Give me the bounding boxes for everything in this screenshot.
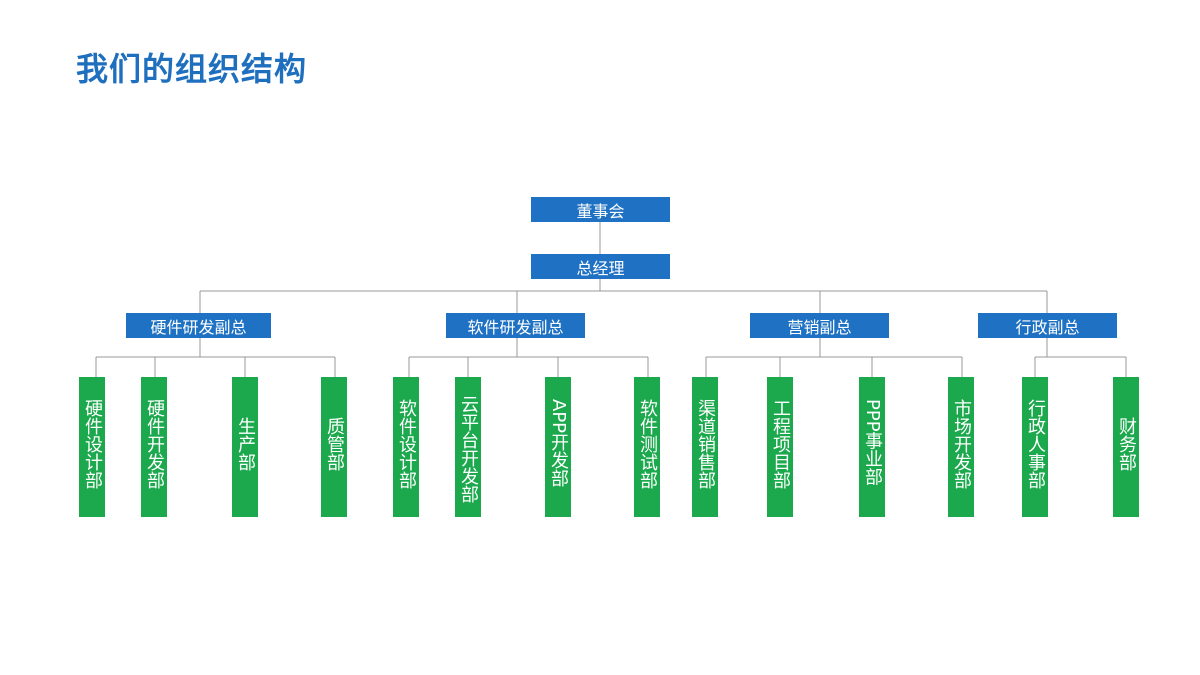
- dept-channel-sales: 渠道销售部: [692, 377, 718, 517]
- dept-label: 软件测试部: [637, 399, 658, 489]
- node-vp-hardware: 硬件研发副总: [126, 313, 271, 338]
- dept-software-design: 软件设计部: [393, 377, 419, 517]
- dept-finance: 财务部: [1113, 377, 1139, 517]
- node-vp-software: 软件研发副总: [446, 313, 585, 338]
- dept-hardware-design: 硬件设计部: [79, 377, 105, 517]
- node-vp-admin: 行政副总: [978, 313, 1117, 338]
- dept-software-test: 软件测试部: [634, 377, 660, 517]
- dept-label: 硬件设计部: [82, 399, 103, 489]
- dept-quality: 质管部: [321, 377, 347, 517]
- dept-label: 生产部: [235, 417, 256, 471]
- node-vp-marketing: 营销副总: [750, 313, 889, 338]
- dept-label: APP开发部: [548, 399, 569, 488]
- dept-label: 行政人事部: [1025, 399, 1046, 489]
- dept-label: 云平台开发部: [458, 395, 479, 503]
- dept-label: 工程项目部: [770, 399, 791, 489]
- page-title: 我们的组织结构: [76, 50, 308, 88]
- dept-label: 质管部: [324, 417, 345, 471]
- node-board: 董事会: [531, 197, 670, 222]
- dept-label: 软件设计部: [396, 399, 417, 489]
- dept-production: 生产部: [232, 377, 258, 517]
- dept-label: 硬件开发部: [144, 399, 165, 489]
- dept-app-dev: APP开发部: [545, 377, 571, 517]
- dept-label: PPP事业部: [862, 399, 883, 486]
- dept-engineering-projects: 工程项目部: [767, 377, 793, 517]
- dept-label: 财务部: [1116, 417, 1137, 471]
- dept-admin-hr: 行政人事部: [1022, 377, 1048, 517]
- dept-cloud-dev: 云平台开发部: [455, 377, 481, 517]
- dept-hardware-dev: 硬件开发部: [141, 377, 167, 517]
- dept-label: 渠道销售部: [695, 399, 716, 489]
- node-general-manager: 总经理: [531, 254, 670, 279]
- dept-label: 市场开发部: [951, 399, 972, 489]
- dept-market-dev: 市场开发部: [948, 377, 974, 517]
- dept-ppp: PPP事业部: [859, 377, 885, 517]
